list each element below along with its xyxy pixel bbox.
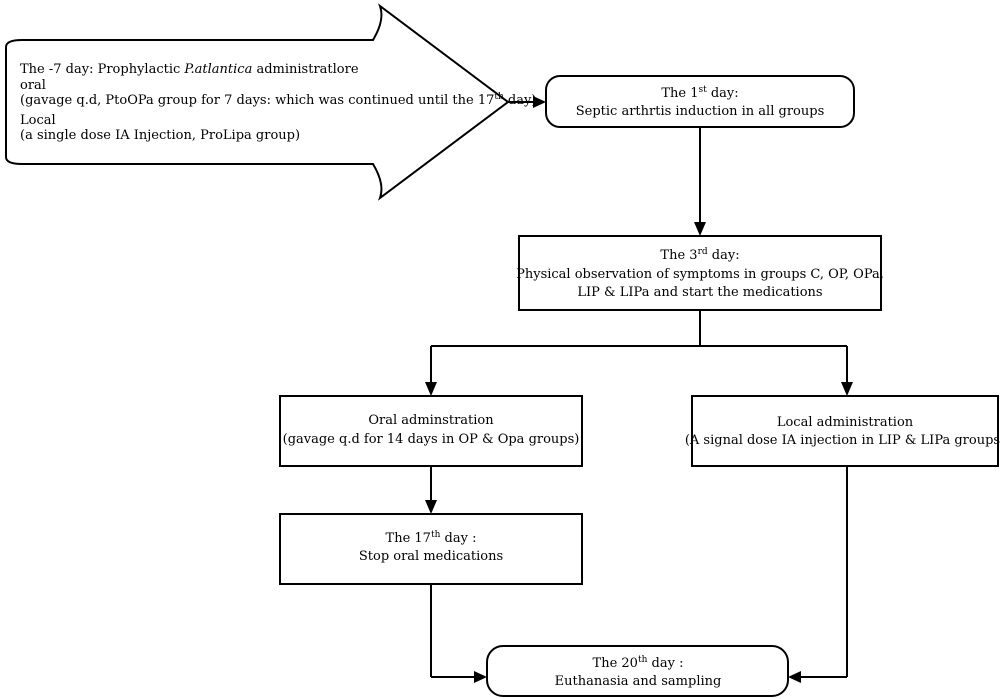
day1-box [545,75,855,128]
prophylactic-line-5: (a single dose IA Injection, ProLipa gro… [20,128,300,143]
arrowhead-local [841,382,853,396]
local-administration-description: (A signal dose IA injection in LIP & LIP… [685,433,1000,448]
prophylactic-arrow-shape [5,3,510,201]
day20-box [486,645,789,697]
day17-title: The 17th day : [386,530,477,546]
prophylactic-line-3: (gavage q.d, PtoOPa group for 7 days: wh… [20,92,536,108]
prophylactic-line-1: The -7 day: Prophylactic P.atlantica adm… [20,62,359,77]
oral-administration-title: Oral adminstration [368,413,494,428]
day1-description: Septic arthrtis induction in all groups [576,104,825,119]
day3-description-1: Physical observation of symptoms in grou… [516,267,884,282]
arrowhead-oral [425,382,437,396]
oral-administration-box [279,395,583,467]
day20-description: Euthanasia and sampling [555,674,722,689]
day3-description-2: LIP & LIPa and start the medications [577,285,822,300]
arrowhead-day20-right [788,671,801,683]
oral-administration-description: (gavage q.d for 14 days in OP & Opa grou… [283,432,580,447]
day17-box [279,513,583,585]
local-administration-title: Local administration [777,415,914,430]
day1-title: The 1st day: [661,85,738,101]
day3-title: The 3rd day: [660,247,739,263]
prophylactic-line-4: Local [20,113,56,128]
prophylactic-line-2: oral [20,78,46,93]
day17-description: Stop oral medications [359,549,503,564]
local-administration-box [691,395,999,467]
arrowhead-day20-left [474,671,487,683]
day20-title: The 20th day : [593,655,684,671]
arrowhead-day17 [425,500,437,514]
arrowhead-day1 [533,96,546,108]
arrowhead-day3 [694,222,706,236]
